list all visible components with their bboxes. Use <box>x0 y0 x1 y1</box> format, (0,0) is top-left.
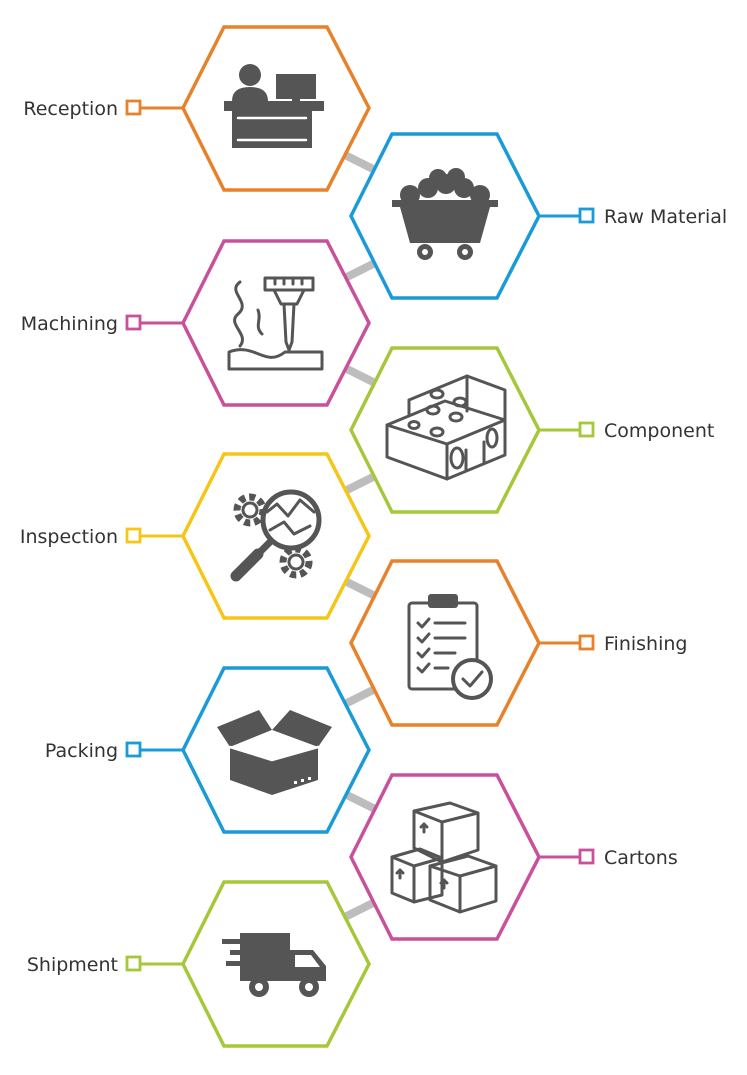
step-label: Finishing <box>604 633 687 655</box>
step-reception: Reception <box>23 25 371 192</box>
step-marker <box>578 848 595 865</box>
step-hexagon <box>181 239 371 407</box>
step-label: Shipment <box>27 954 118 976</box>
ore-cart-icon <box>392 168 498 260</box>
connector-3-4 <box>343 364 377 387</box>
step-shipment: Shipment <box>27 880 371 1048</box>
connector-5-6 <box>343 577 377 600</box>
reception-desk-icon <box>224 64 324 148</box>
step-hexagon <box>349 559 541 727</box>
stacked-cartons-icon <box>390 801 498 914</box>
milling-machine-icon <box>227 276 324 371</box>
delivery-truck-icon <box>222 933 326 997</box>
connector-4-5 <box>343 472 377 495</box>
step-marker <box>125 955 142 972</box>
step-label: Component <box>604 420 714 442</box>
step-marker <box>578 421 595 438</box>
step-machining: Machining <box>21 239 371 407</box>
step-label: Machining <box>21 313 118 335</box>
connector-1-2 <box>343 151 377 174</box>
step-marker <box>125 314 142 331</box>
step-cartons: Cartons <box>349 773 678 941</box>
step-raw-material: Raw Material <box>349 132 727 300</box>
connector-6-7 <box>343 685 377 708</box>
open-box-icon <box>217 710 332 795</box>
connector-7-8 <box>343 790 377 813</box>
step-inspection: Inspection <box>20 452 371 620</box>
step-label: Inspection <box>20 526 118 548</box>
gear-magnifier-icon <box>230 489 322 582</box>
step-marker <box>125 99 142 116</box>
step-hexagon <box>349 346 541 514</box>
metal-blocks-icon <box>385 374 507 481</box>
step-packing: Packing <box>45 666 371 834</box>
step-hexagon <box>349 773 541 941</box>
step-component: Component <box>349 346 714 514</box>
step-marker <box>578 207 595 224</box>
step-marker <box>125 741 142 758</box>
connectors <box>343 151 377 921</box>
checklist-clipboard-icon <box>407 594 493 700</box>
step-label: Reception <box>23 98 118 120</box>
step-label: Cartons <box>604 847 678 869</box>
connector-8-9 <box>343 898 377 921</box>
step-finishing: Finishing <box>349 559 687 727</box>
connector-2-3 <box>343 259 377 282</box>
step-label: Raw Material <box>604 206 727 228</box>
step-marker <box>578 634 595 651</box>
step-label: Packing <box>45 740 118 762</box>
step-marker <box>125 527 142 544</box>
